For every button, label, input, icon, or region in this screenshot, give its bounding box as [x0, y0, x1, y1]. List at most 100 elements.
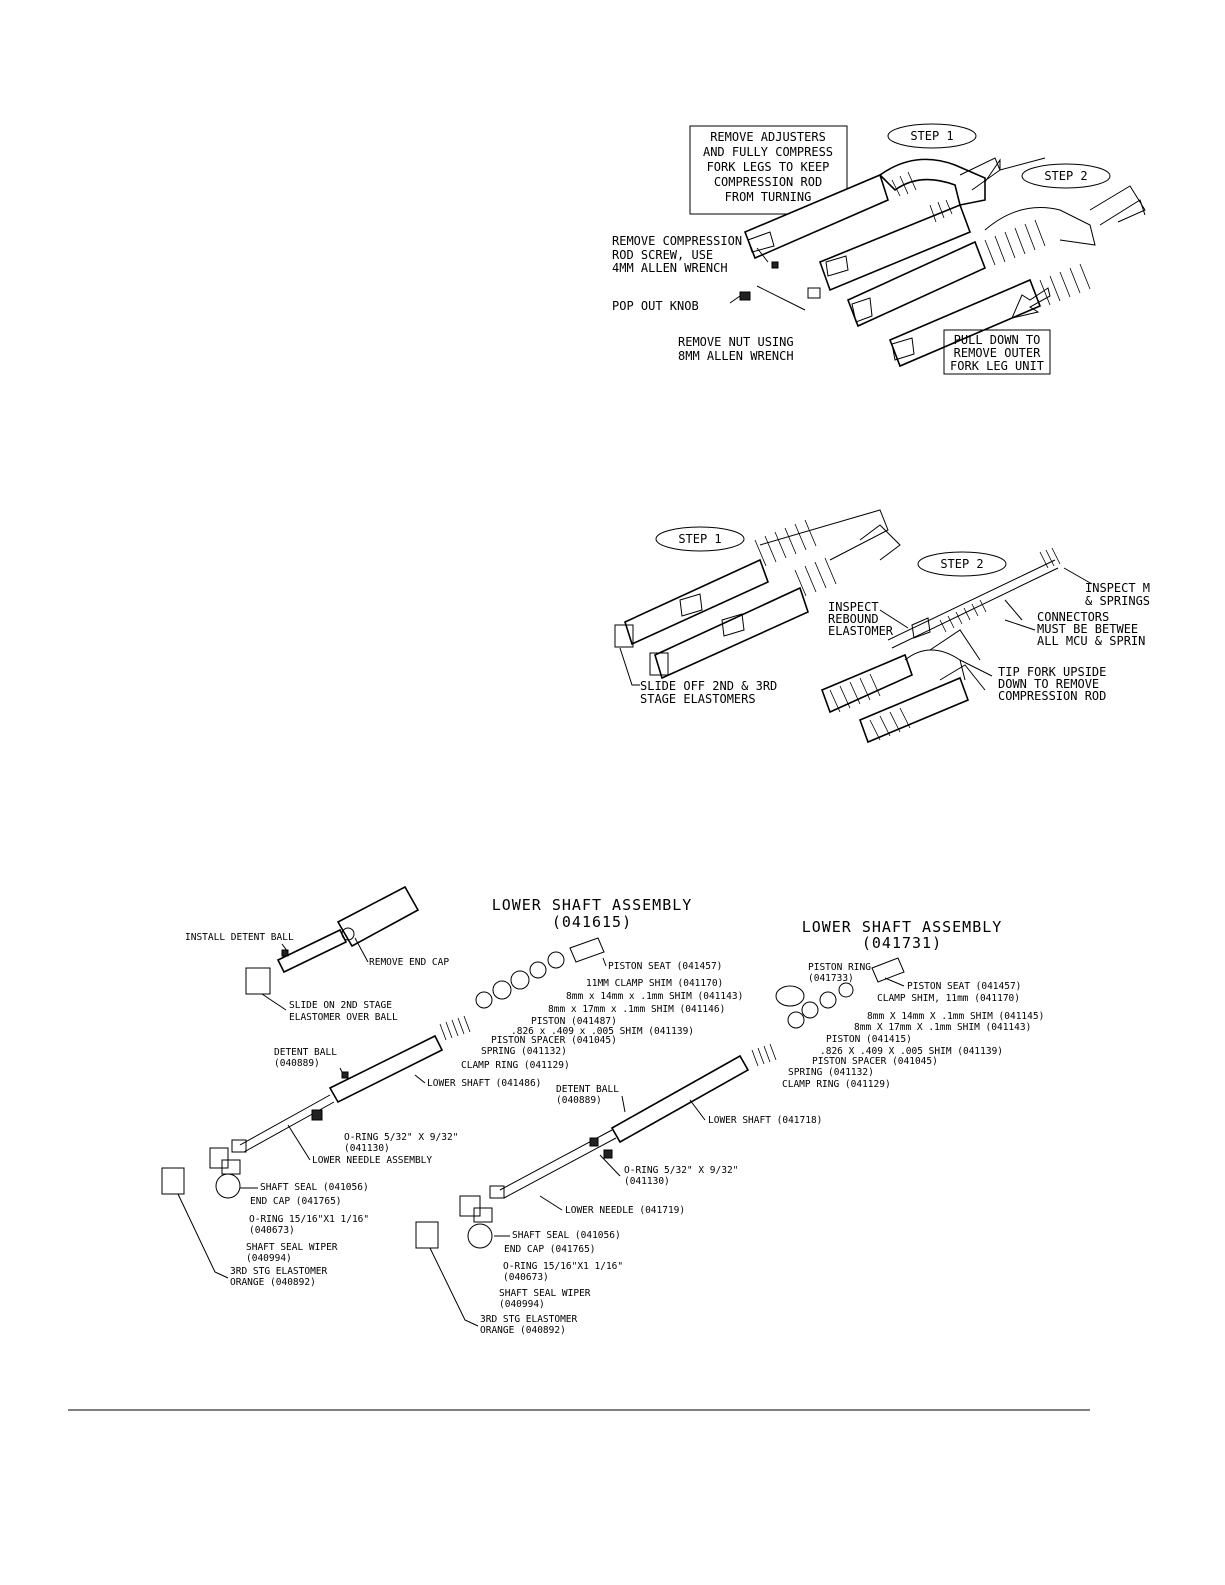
label-piston-ring: (041733): [808, 973, 854, 984]
label-clamp-ring: CLAMP RING (041129): [461, 1060, 570, 1071]
label-piston: PISTON (041415): [826, 1034, 912, 1045]
label-elastomer: ORANGE (040892): [230, 1277, 316, 1288]
label-detent-ball: (040889): [556, 1095, 602, 1106]
remove-nut-label: REMOVE NUT USING: [678, 335, 794, 349]
pull-down-label: REMOVE OUTER: [954, 346, 1041, 360]
label-wiper: (040994): [246, 1253, 292, 1264]
label-shim-826: .826 x .409 x .005 SHIM (041139): [511, 1026, 694, 1037]
label-oring-large: (040673): [249, 1225, 295, 1236]
assembly-part-number: (041615): [552, 913, 632, 931]
step2-label: STEP 2: [1044, 169, 1087, 183]
pull-down-box: [943, 329, 1051, 375]
step1-label: STEP 1: [910, 129, 953, 143]
connectors-label: ALL MCU & SPRIN: [1037, 634, 1145, 648]
tip-fork-label: COMPRESSION ROD: [998, 689, 1106, 703]
label-clamp-shim: CLAMP SHIM, 11mm (041170): [877, 993, 1020, 1004]
label-piston-seat: PISTON SEAT (041457): [608, 961, 722, 972]
inspect-rebound-label: ELASTOMER: [828, 624, 894, 638]
step1-bubble: [887, 123, 977, 149]
label-clamp-ring: CLAMP RING (041129): [782, 1079, 891, 1090]
diagram-lower-shaft: LOWER SHAFT ASSEMBLY (041615) LOWER SHAF…: [161, 885, 1044, 1336]
diagram-remove-outer-leg: REMOVE ADJUSTERS AND FULLY COMPRESS FORK…: [612, 123, 1146, 375]
label-piston-spacer: PISTON SPACER (041045): [491, 1035, 617, 1046]
label-shaft-seal: SHAFT SEAL (041056): [260, 1182, 369, 1193]
label-lower-shaft: LOWER SHAFT (041486): [427, 1078, 541, 1089]
label-end-cap: END CAP (041765): [250, 1196, 342, 1207]
instruction-line: AND FULLY COMPRESS: [703, 145, 833, 159]
label-elastomer: 3RD STG ELASTOMER: [230, 1266, 328, 1277]
label-piston: PISTON (041487): [531, 1016, 617, 1027]
label-wiper: SHAFT SEAL WIPER: [246, 1242, 338, 1253]
inspect-rebound-label: REBOUND: [828, 612, 879, 626]
label-oring-large: (040673): [503, 1272, 549, 1283]
diagram-elastomers: STEP 1 STEP 2: [614, 509, 1150, 744]
label-lower-shaft: LOWER SHAFT (041718): [708, 1115, 822, 1126]
label-spring: SPRING (041132): [481, 1046, 567, 1057]
label-elastomer: ORANGE (040892): [480, 1325, 566, 1336]
label-oring-small: (041130): [624, 1176, 670, 1187]
inspect-rebound-label: INSPECT: [828, 600, 879, 614]
pull-down-label: PULL DOWN TO: [954, 333, 1041, 347]
label-oring-large: O-RING 15/16"X1 1/16": [249, 1214, 369, 1225]
label-oring-large: O-RING 15/16"X1 1/16": [503, 1261, 623, 1272]
step2-label: STEP 2: [940, 557, 983, 571]
fork-step2-drawing: [846, 185, 1146, 368]
pop-out-label: POP OUT KNOB: [612, 299, 699, 313]
pull-down-label: FORK LEG UNIT: [950, 359, 1044, 373]
pull-down-arrow: [1011, 287, 1051, 319]
instruction-box: [689, 125, 848, 215]
label-wiper: (040994): [499, 1299, 545, 1310]
label-piston-ring: PISTON RING: [808, 962, 871, 973]
instruction-line: REMOVE ADJUSTERS: [710, 130, 826, 144]
label-lower-needle: LOWER NEEDLE ASSEMBLY: [312, 1155, 432, 1166]
label-detent-ball: (040889): [274, 1058, 320, 1069]
label-remove-end-cap: REMOVE END CAP: [369, 957, 449, 968]
remove-rod-label: REMOVE COMPRESSION: [612, 234, 742, 248]
remove-rod-label: ROD SCREW, USE: [612, 248, 713, 262]
step2-bubble: [917, 551, 1007, 577]
step2-bubble: [1021, 163, 1111, 189]
tip-fork-label: DOWN TO REMOVE: [998, 677, 1099, 691]
label-spring: SPRING (041132): [788, 1067, 874, 1078]
instruction-line: FORK LEGS TO KEEP: [707, 160, 830, 174]
inspect-mcu-label: INSPECT M: [1085, 581, 1150, 595]
remove-nut-label: 8MM ALLEN WRENCH: [678, 349, 794, 363]
label-end-cap: END CAP (041765): [504, 1244, 596, 1255]
assembly-part-number: (041731): [862, 934, 942, 952]
label-detent-ball: DETENT BALL: [556, 1084, 619, 1095]
label-detent-ball: DETENT BALL: [274, 1047, 337, 1058]
remove-rod-label: 4MM ALLEN WRENCH: [612, 261, 728, 275]
label-install-detent: INSTALL DETENT BALL: [185, 932, 294, 943]
instruction-line: COMPRESSION ROD: [714, 175, 822, 189]
label-piston-seat: PISTON SEAT (041457): [907, 981, 1021, 992]
label-oring-small: O-RING 5/32" X 9/32": [344, 1132, 458, 1143]
fork-step1-drawing: [614, 509, 901, 680]
small-parts: [729, 247, 821, 311]
step1-label: STEP 1: [678, 532, 721, 546]
connectors-label: CONNECTORS: [1037, 610, 1109, 624]
assembly-title: LOWER SHAFT ASSEMBLY: [802, 918, 1003, 936]
slide-off-label: SLIDE OFF 2ND & 3RD: [640, 679, 777, 693]
label-shim-17: 8mm x 17mm x .1mm SHIM (041146): [548, 1004, 725, 1015]
label-shim-14: 8mm X 14mm X .1mm SHIM (041145): [867, 1011, 1044, 1022]
right-assembly-drawing: [415, 957, 905, 1249]
inspect-mcu-label: & SPRINGS: [1085, 594, 1150, 608]
label-piston-spacer: PISTON SPACER (041045): [812, 1056, 938, 1067]
label-shim-826: .826 X .409 X .005 SHIM (041139): [820, 1046, 1003, 1057]
fork-upside-down-drawing: [820, 629, 986, 744]
label-slide-on: ELASTOMER OVER BALL: [289, 1012, 398, 1023]
left-assembly-drawing: [161, 885, 605, 1199]
instruction-line: FROM TURNING: [725, 190, 812, 204]
label-wiper: SHAFT SEAL WIPER: [499, 1288, 591, 1299]
tip-fork-label: TIP FORK UPSIDE: [998, 665, 1106, 679]
connectors-label: MUST BE BETWEE: [1037, 622, 1138, 636]
label-slide-on: SLIDE ON 2ND STAGE: [289, 1000, 392, 1011]
compression-rod-drawing: [887, 547, 1093, 649]
label-oring-small: (041130): [344, 1143, 390, 1154]
fork-step1-drawing: [743, 157, 1046, 292]
label-oring-small: O-RING 5/32" X 9/32": [624, 1165, 738, 1176]
label-elastomer: 3RD STG ELASTOMER: [480, 1314, 578, 1325]
step1-bubble: [655, 526, 745, 552]
label-shim-14: 8mm x 14mm x .1mm SHIM (041143): [566, 991, 743, 1002]
